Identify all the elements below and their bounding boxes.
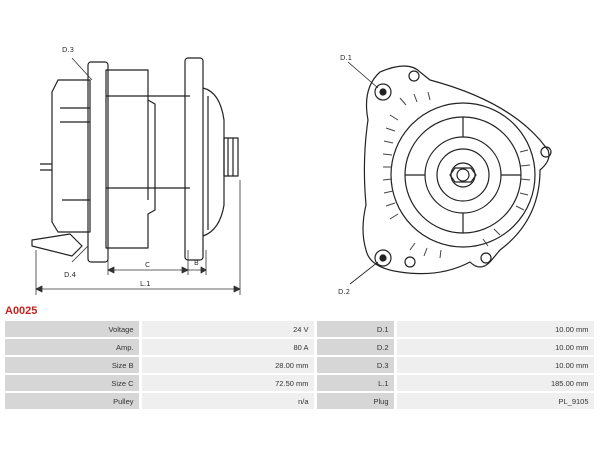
spec-label: D.1: [315, 321, 397, 339]
spec-label: L.1: [315, 374, 397, 393]
label-d2: D.2: [338, 288, 350, 296]
spec-value: 72.50 mm: [140, 374, 317, 393]
dimension-lines: [35, 57, 241, 295]
spec-label: Plug: [315, 392, 397, 411]
spec-label: Voltage: [5, 321, 142, 339]
alternator-technical-drawing: D.3 D.4 C B L.1 D.1 D.2: [31, 46, 552, 296]
part-number-title: A0025: [5, 305, 38, 317]
spec-value: 28.00 mm: [140, 356, 317, 375]
spec-value: n/a: [140, 392, 317, 411]
table-row: Size C 72.50 mm L.1 185.00 mm: [5, 374, 597, 393]
spec-label: Amp.: [5, 338, 142, 357]
table-row: Amp. 80 A D.2 10.00 mm: [5, 338, 597, 357]
spec-value: 10.00 mm: [395, 321, 597, 339]
spec-label: Pulley: [5, 392, 142, 411]
spec-value: 24 V: [140, 321, 317, 339]
label-c: C: [145, 261, 150, 269]
label-b: B: [194, 259, 199, 267]
label-l1: L.1: [140, 280, 151, 288]
spec-label: D.2: [315, 338, 397, 357]
alternator-side-view: [31, 57, 239, 263]
spec-label: Size B: [5, 356, 142, 375]
label-d3: D.3: [62, 46, 74, 54]
table-row: Pulley n/a Plug PL_9105: [5, 392, 597, 411]
alternator-front-view: [347, 61, 552, 285]
table-row: Voltage 24 V D.1 10.00 mm: [5, 321, 597, 339]
spec-value: 10.00 mm: [395, 356, 597, 375]
spec-value: PL_9105: [395, 392, 597, 411]
spec-label: Size C: [5, 374, 142, 393]
spec-value: 185.00 mm: [395, 374, 597, 393]
table-row: Size B 28.00 mm D.3 10.00 mm: [5, 356, 597, 375]
spec-table: Voltage 24 V D.1 10.00 mm Amp. 80 A D.2 …: [5, 321, 597, 411]
label-d4: D.4: [64, 271, 77, 279]
spec-value: 10.00 mm: [395, 338, 597, 357]
spec-value: 80 A: [140, 338, 317, 357]
label-d1: D.1: [340, 54, 352, 62]
spec-label: D.3: [315, 356, 397, 375]
